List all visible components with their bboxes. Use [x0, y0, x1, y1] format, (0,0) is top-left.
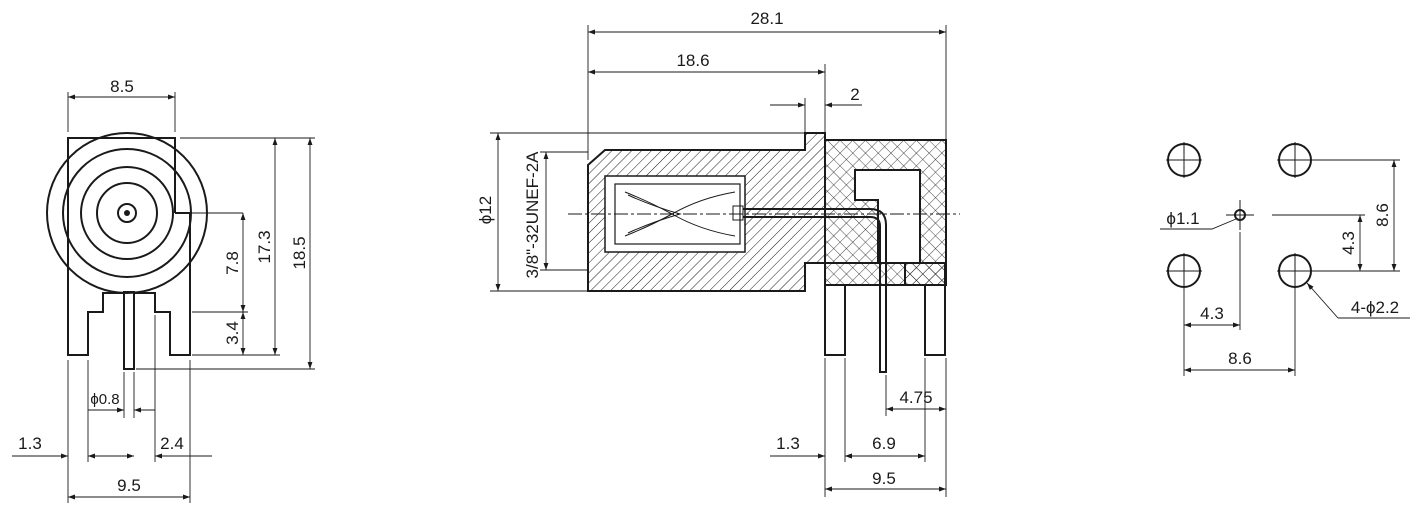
side-view: 28.1 18.6 2 ϕ12 3/8"-32UNEF-2A [476, 9, 960, 497]
front-view: 8.5 7.8 3.4 17.3 18.5 [12, 77, 315, 503]
dim-width-bottom: 9.5 [68, 476, 190, 500]
dim-horizontal-pitch: 8.6 [1184, 349, 1295, 373]
label-pin-offset: 4.75 [899, 388, 932, 407]
label-thread-dia: ϕ12 [476, 196, 495, 224]
dim-height-center: 7.8 [223, 213, 246, 312]
dim-vertical-pitch: 8.6 [1373, 160, 1397, 271]
label-pin-length: 3.4 [223, 321, 242, 345]
label-offset-left: 1.3 [18, 434, 42, 453]
label-half-vertical: 4.3 [1339, 231, 1358, 255]
dim-flange: 2 [770, 85, 862, 133]
dim-pin-pitch: 2.4 [110, 434, 212, 459]
label-length-total: 28.1 [750, 9, 783, 28]
label-side-pin-pitch: 6.9 [872, 434, 896, 453]
dim-pin-offset: 4.75 [886, 388, 946, 412]
label-side-offset-left: 1.3 [776, 434, 800, 453]
dim-half-vertical: 4.3 [1339, 215, 1363, 271]
dim-offset-left: 1.3 [12, 434, 112, 459]
dim-length-thread: 18.6 [588, 51, 826, 133]
dim-center-hole: ϕ1.1 [1160, 209, 1237, 230]
dim-half-horizontal: 4.3 [1184, 304, 1240, 328]
label-center-hole: ϕ1.1 [1166, 209, 1199, 228]
label-flange: 2 [850, 85, 859, 104]
dim-side-width-bottom: 9.5 [825, 469, 946, 492]
label-height-body: 17.3 [255, 230, 274, 263]
label-vertical-pitch: 8.6 [1373, 203, 1392, 227]
label-mount-holes: 4-ϕ2.2 [1351, 298, 1399, 317]
label-side-width-bottom: 9.5 [872, 469, 896, 488]
label-width-bottom: 9.5 [117, 476, 141, 495]
label-horizontal-pitch: 8.6 [1228, 349, 1252, 368]
dim-height-total: 18.5 [290, 138, 313, 369]
label-width-top: 8.5 [110, 77, 134, 96]
dim-mount-holes: 4-ϕ2.2 [1306, 282, 1410, 319]
dim-width-top: 8.5 [67, 77, 176, 132]
label-length-thread: 18.6 [676, 51, 709, 70]
dim-height-body: 17.3 [255, 138, 278, 355]
label-thread-spec: 3/8"-32UNEF-2A [523, 151, 542, 279]
dim-thread-dia: ϕ12 [476, 132, 805, 292]
label-pin-dia: ϕ0.8 [90, 391, 119, 408]
dim-length-total: 28.1 [587, 9, 947, 160]
dim-pin-dia: ϕ0.8 [88, 391, 155, 413]
dim-thread-spec: 3/8"-32UNEF-2A [523, 151, 588, 279]
label-half-horizontal: 4.3 [1200, 304, 1224, 323]
dim-side-offset-left: 1.3 [770, 434, 865, 459]
label-height-total: 18.5 [290, 236, 309, 269]
label-pin-pitch: 2.4 [160, 434, 184, 453]
dim-pin-length: 3.4 [223, 312, 246, 355]
label-height-center: 7.8 [223, 251, 242, 275]
pcb-layout: ϕ1.1 4.3 8.6 4.3 8.6 [1160, 142, 1410, 376]
dim-side-pin-pitch: 6.9 [845, 434, 925, 459]
front-body [46, 132, 243, 370]
